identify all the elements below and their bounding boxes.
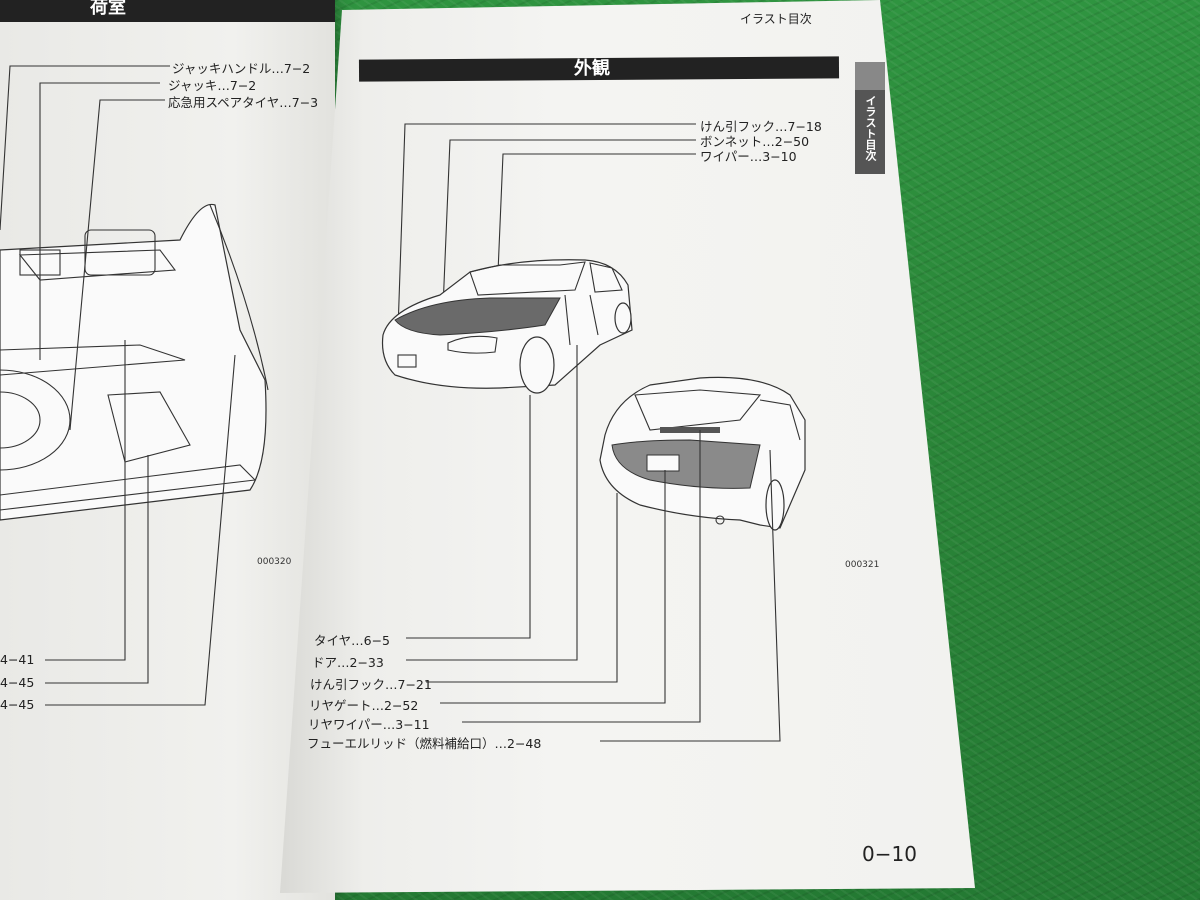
front-car-illustration [381,259,633,394]
left-section-header: 荷室 [0,0,335,22]
right-bottom-leader-lines [406,345,781,742]
label-spare-tire: 応急用スペアタイヤ…7−3 [168,95,319,110]
label-jack: ジャッキ…7−2 [168,78,257,93]
label-tow-hook-rear: けん引フック…7−21 [310,677,432,692]
left-figure-code: 000320 [257,557,292,567]
rear-car-illustration [599,376,806,531]
right-section-title: 外観 [573,57,611,80]
left-bottom-label-2: 4−45 [0,675,35,690]
right-top-leader-lines [397,123,696,331]
label-rear-gate: リヤゲート…2−52 [309,698,419,713]
label-bonnet: ボンネット…2−50 [700,134,810,149]
corner-label: イラスト目次 [740,12,812,26]
label-tow-hook-front: けん引フック…7−18 [700,119,822,134]
page-number: 0−10 [862,842,917,866]
side-tab-label: イラスト目次 [864,95,877,161]
label-door: ドア…2−33 [312,655,384,670]
right-figure-code: 000321 [845,560,880,570]
left-leader-lines [0,65,236,706]
left-bottom-label-1: 4−41 [0,652,35,667]
left-bottom-label-3: 4−45 [0,697,35,712]
right-section-header: 外観 [358,56,840,82]
label-tire: タイヤ…6−5 [314,633,391,648]
label-jack-handle: ジャッキハンドル…7−2 [172,61,311,76]
label-rear-wiper: リヤワイパー…3−11 [308,717,430,732]
side-tab [855,62,885,174]
cargo-illustration [0,203,269,521]
left-section-title: 荷室 [90,0,126,18]
label-fuel-lid: フューエルリッド（燃料補給口）…2−48 [307,736,542,751]
label-wiper: ワイパー…3−10 [700,149,797,164]
